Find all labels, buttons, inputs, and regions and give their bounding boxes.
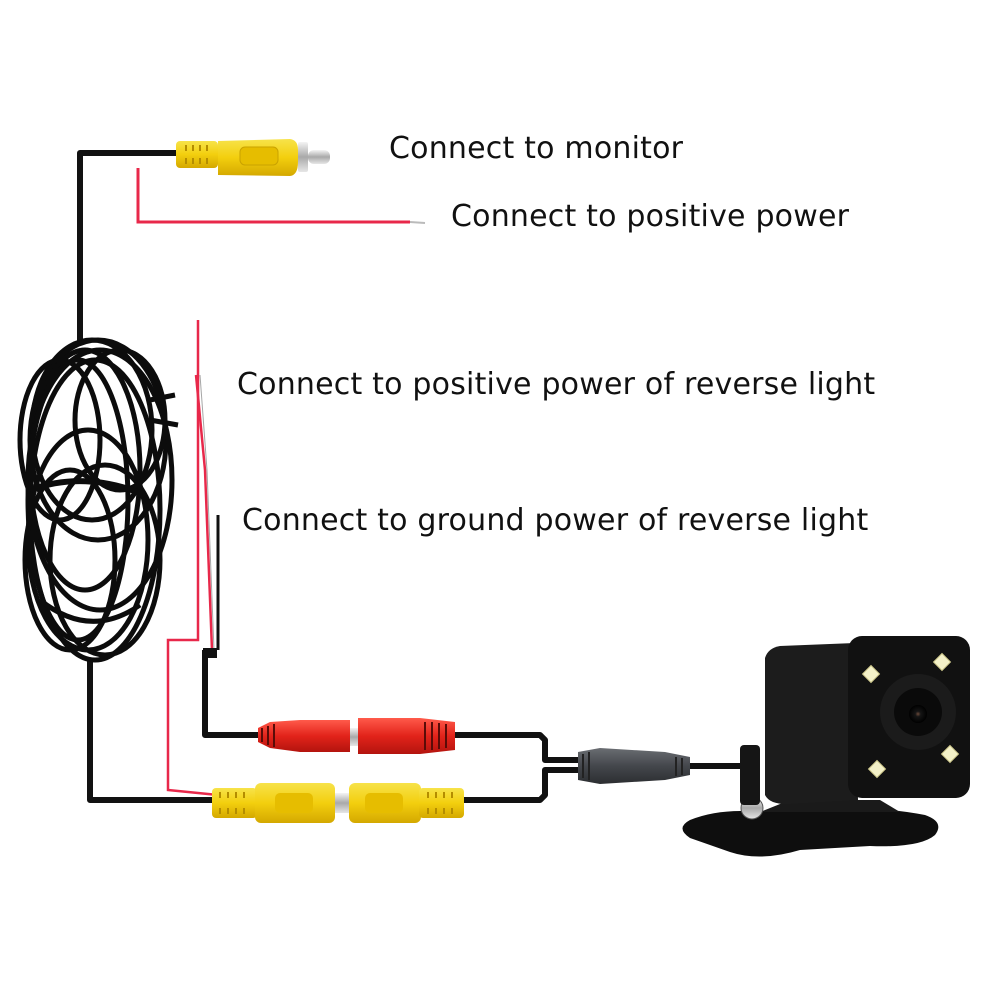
camera	[682, 636, 970, 857]
cable-coil	[17, 337, 179, 663]
red-signal-wire	[166, 320, 219, 797]
reverse-light-wires	[194, 374, 220, 658]
positive-power-wire	[136, 168, 410, 224]
dc-power-connector	[258, 718, 455, 754]
label-reverse-light-positive: Connect to positive power of reverse lig…	[237, 367, 876, 402]
main-cable	[77, 150, 580, 803]
rca-plug-monitor	[176, 139, 330, 176]
y-splitter	[578, 748, 751, 784]
label-connect-monitor: Connect to monitor	[389, 131, 684, 166]
label-connect-positive-power: Connect to positive power	[451, 199, 850, 234]
label-reverse-light-ground: Connect to ground power of reverse light	[242, 503, 869, 538]
led-lights	[861, 652, 960, 779]
rca-video-connector	[212, 783, 464, 823]
